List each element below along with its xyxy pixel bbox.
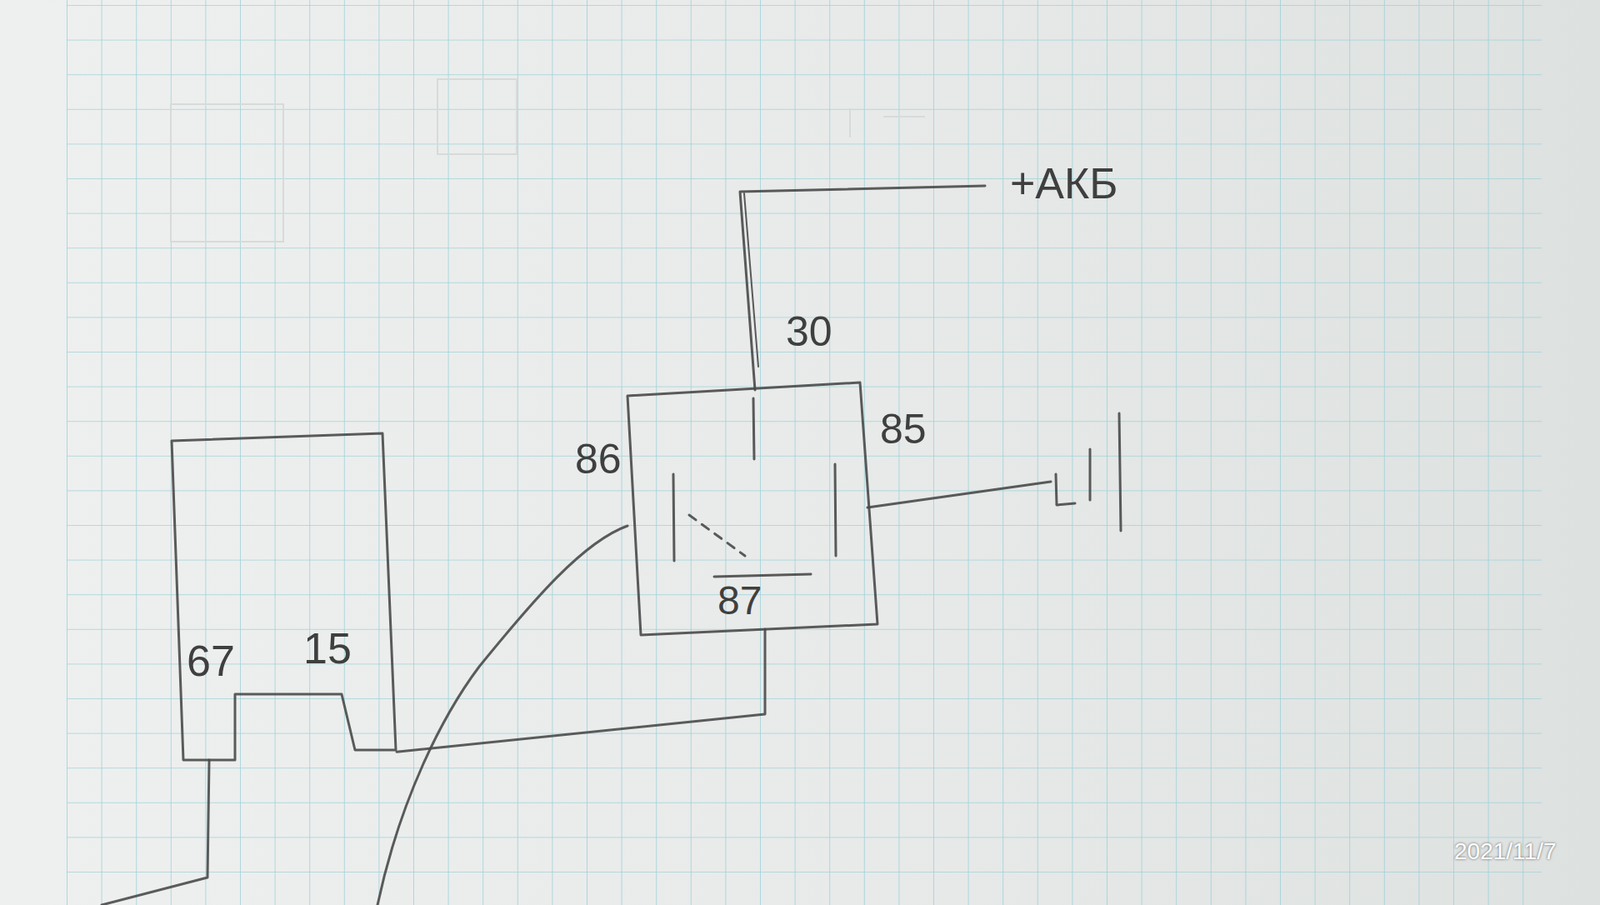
ground-symbol	[1055, 474, 1075, 505]
bleed-through-mark	[170, 104, 284, 242]
ground-wire	[867, 481, 1051, 508]
pin-number: 15	[303, 626, 352, 670]
control-wire	[377, 525, 628, 905]
pin-number: 85	[880, 408, 927, 450]
control-unit-block-border	[171, 433, 396, 760]
bleed-through-mark	[850, 108, 925, 138]
pin-number: 30	[785, 310, 833, 353]
timestamp-watermark: 2021/11/7	[1454, 840, 1557, 864]
wire	[396, 629, 765, 752]
relay-box-border	[627, 382, 878, 635]
coil-terminal	[673, 474, 675, 561]
relay-box: 87	[627, 382, 878, 635]
supply-wire-retrace	[744, 193, 759, 367]
pin-30-contact	[753, 398, 755, 460]
grid-lines	[66, 0, 1542, 905]
pin-number: 67	[186, 639, 235, 683]
switch-arm-dashed	[689, 515, 745, 556]
control-unit-block-outline	[171, 433, 397, 760]
ground-symbol	[1089, 449, 1092, 500]
pin-87-contact	[714, 574, 811, 577]
pin-number: 87	[717, 580, 762, 621]
control-unit-block: 67 15	[171, 433, 397, 760]
battery-plus-label: +АКБ	[1010, 161, 1118, 205]
output-wire	[101, 760, 210, 905]
bleed-through-marks	[170, 79, 925, 242]
coil-terminal	[835, 464, 836, 556]
bleed-through-mark	[437, 79, 517, 155]
ground-symbol	[1119, 413, 1121, 531]
pin-number: 86	[575, 438, 622, 480]
supply-wire	[740, 185, 985, 390]
